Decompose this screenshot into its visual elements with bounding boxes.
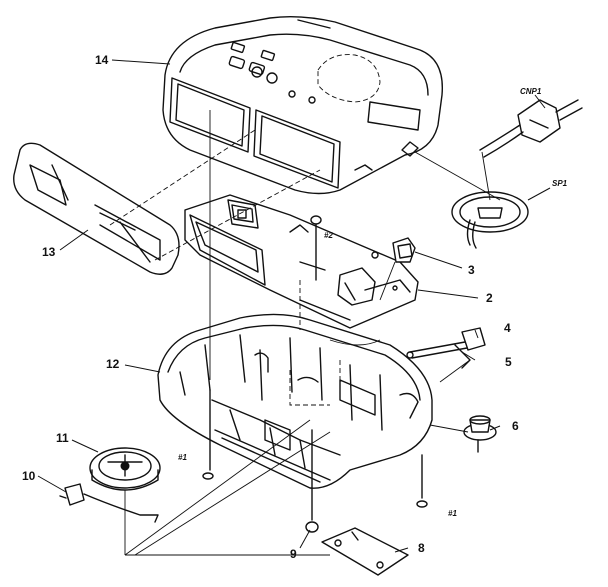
label-13: 13 <box>42 245 56 259</box>
screws <box>202 215 428 533</box>
label-9: 9 <box>290 547 297 561</box>
label-4: 4 <box>504 321 511 335</box>
part-3-switch <box>392 237 416 263</box>
label-cnp1: CNP1 <box>520 87 542 96</box>
label-14: 14 <box>95 53 109 67</box>
label-5: 5 <box>505 355 512 369</box>
label-8: 8 <box>418 541 425 555</box>
label-screw-1b: #1 <box>448 509 457 518</box>
part-2-pcb <box>184 194 419 329</box>
part-11-reel <box>89 447 161 491</box>
label-3: 3 <box>468 263 475 277</box>
part-10-spring-clip <box>59 483 159 523</box>
label-10: 10 <box>22 469 36 483</box>
assembly-guide-lines <box>109 110 501 556</box>
label-12: 12 <box>106 357 120 371</box>
label-2: 2 <box>486 291 493 305</box>
part-6-knob <box>463 415 497 453</box>
label-screw-1a: #1 <box>178 453 187 462</box>
part-12-bottom-cabinet <box>157 313 433 489</box>
part-labels: 14 13 12 11 10 9 8 6 5 4 3 2 CNP1 SP1 #1… <box>22 53 568 561</box>
leader-lines <box>37 59 551 553</box>
sp1-speaker <box>451 191 529 249</box>
part-13-front-panel <box>13 142 180 275</box>
cnp1-power-cord <box>479 99 583 158</box>
label-sp1: SP1 <box>552 179 568 188</box>
label-11: 11 <box>56 431 69 445</box>
part-4-5-lever <box>406 327 486 369</box>
label-screw-2: #2 <box>324 231 333 240</box>
part-8-bottom-plate <box>321 527 409 576</box>
label-6: 6 <box>512 419 519 433</box>
part-14-top-cabinet <box>162 15 444 195</box>
